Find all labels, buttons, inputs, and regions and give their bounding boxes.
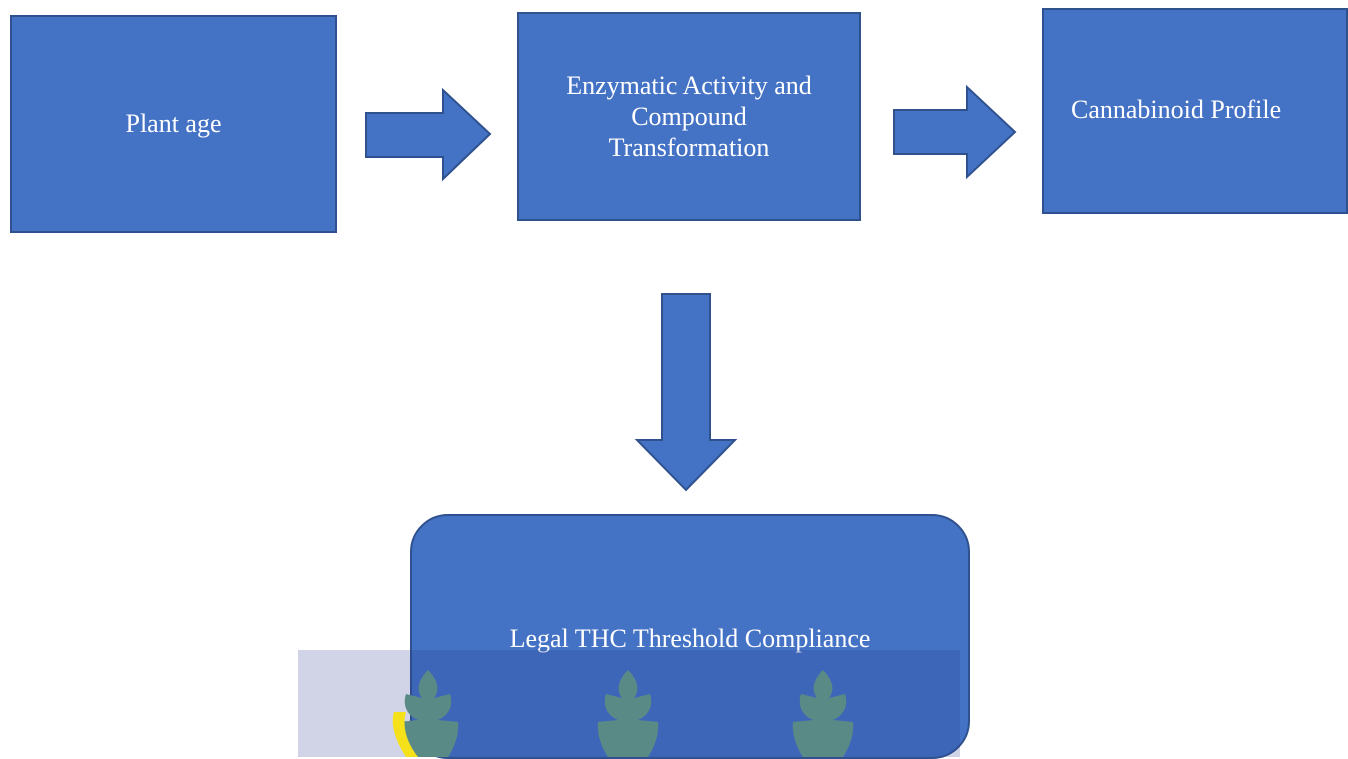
arrow-enzymatic-to-legal — [634, 293, 738, 492]
node-plant-age-label: Plant age — [125, 109, 222, 139]
node-enzymatic-activity-label: Enzymatic Activity and Compound Transfor… — [566, 70, 812, 163]
arrow-enzymatic-to-cannabinoid — [893, 84, 1017, 180]
node-plant-age: Plant age — [10, 15, 337, 233]
node-cannabinoid-profile: Cannabinoid Profile — [1042, 8, 1348, 214]
node-enzymatic-activity: Enzymatic Activity and Compound Transfor… — [517, 12, 861, 221]
node-cannabinoid-profile-label: Cannabinoid Profile — [1071, 95, 1282, 125]
node-legal-thc-compliance-label: Legal THC Threshold Compliance — [509, 624, 871, 653]
node-legal-thc-compliance: Legal THC Threshold Compliance — [410, 514, 970, 759]
arrow-plant-to-enzymatic — [365, 87, 492, 182]
